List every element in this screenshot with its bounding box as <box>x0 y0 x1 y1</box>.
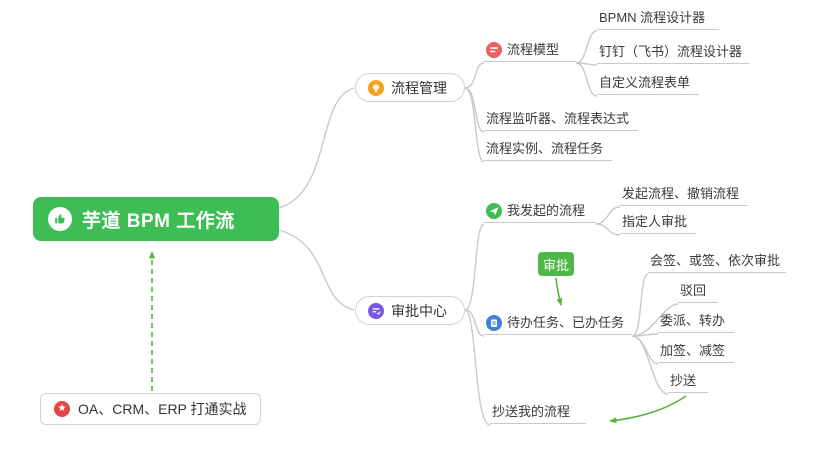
node-label: 流程监听器、流程表达式 <box>486 111 630 126</box>
node-label: 流程实例、流程任务 <box>486 141 604 156</box>
node-label: 我发起的流程 <box>507 203 586 218</box>
node-label: 待办任务、已办任务 <box>507 315 625 330</box>
node-practice-note[interactable]: ★ OA、CRM、ERP 打通实战 <box>40 393 261 425</box>
node-label: 钉钉（飞书）流程设计器 <box>599 44 743 59</box>
node-approval-center[interactable]: 审批中心 <box>355 296 465 325</box>
clipboard-icon <box>486 315 502 331</box>
badge-arrow <box>555 277 563 306</box>
send-icon <box>486 203 502 219</box>
node-label: 抄送 <box>670 373 697 388</box>
node-todo-done-tasks[interactable]: 待办任务、已办任务 <box>484 313 632 335</box>
node-listener-expression[interactable]: 流程监听器、流程表达式 <box>484 109 638 131</box>
node-cc-my-process[interactable]: 抄送我的流程 <box>490 402 586 424</box>
node-reject[interactable]: 驳回 <box>678 281 718 303</box>
node-label: 流程管理 <box>391 79 447 96</box>
thumbs-up-icon <box>48 207 72 231</box>
node-label: 委派、转办 <box>660 313 726 328</box>
node-process-model[interactable]: 流程模型 <box>484 40 576 62</box>
node-label: 会签、或签、依次审批 <box>650 253 781 268</box>
node-custom-form[interactable]: 自定义流程表单 <box>597 73 699 95</box>
node-add-reduce-sign[interactable]: 加签、减签 <box>658 341 734 363</box>
node-label: OA、CRM、ERP 打通实战 <box>78 401 247 417</box>
node-label: 发起流程、撤销流程 <box>622 186 740 201</box>
node-dingtalk-designer[interactable]: 钉钉（飞书）流程设计器 <box>597 42 749 64</box>
node-label: 抄送我的流程 <box>492 404 571 419</box>
root-node[interactable]: 芋道 BPM 工作流 <box>33 197 279 241</box>
star-icon: ★ <box>54 401 70 417</box>
cc-arrow <box>609 395 687 424</box>
node-label: 指定人审批 <box>622 214 688 229</box>
node-label: 审批中心 <box>391 302 447 319</box>
node-label: BPMN 流程设计器 <box>599 10 706 25</box>
approval-list-icon <box>368 302 384 319</box>
node-assigned-approval[interactable]: 指定人审批 <box>620 212 696 234</box>
process-model-icon <box>486 42 502 58</box>
lightbulb-icon <box>368 79 384 96</box>
node-countersign[interactable]: 会签、或签、依次审批 <box>648 251 786 273</box>
node-instance-task[interactable]: 流程实例、流程任务 <box>484 139 612 161</box>
node-carbon-copy[interactable]: 抄送 <box>668 371 708 393</box>
root-label: 芋道 BPM 工作流 <box>82 210 235 232</box>
node-label: 自定义流程表单 <box>599 75 691 90</box>
node-process-management[interactable]: 流程管理 <box>355 73 465 102</box>
node-bpmn-designer[interactable]: BPMN 流程设计器 <box>597 8 719 30</box>
node-delegate-transfer[interactable]: 委派、转办 <box>658 311 734 333</box>
node-label: 驳回 <box>680 283 707 298</box>
node-my-initiated[interactable]: 我发起的流程 <box>484 201 596 223</box>
approval-badge[interactable]: 审批 <box>538 252 574 276</box>
node-label: 流程模型 <box>507 42 560 57</box>
node-initiate-revoke[interactable]: 发起流程、撤销流程 <box>620 184 748 206</box>
node-label: 加签、减签 <box>660 343 726 358</box>
